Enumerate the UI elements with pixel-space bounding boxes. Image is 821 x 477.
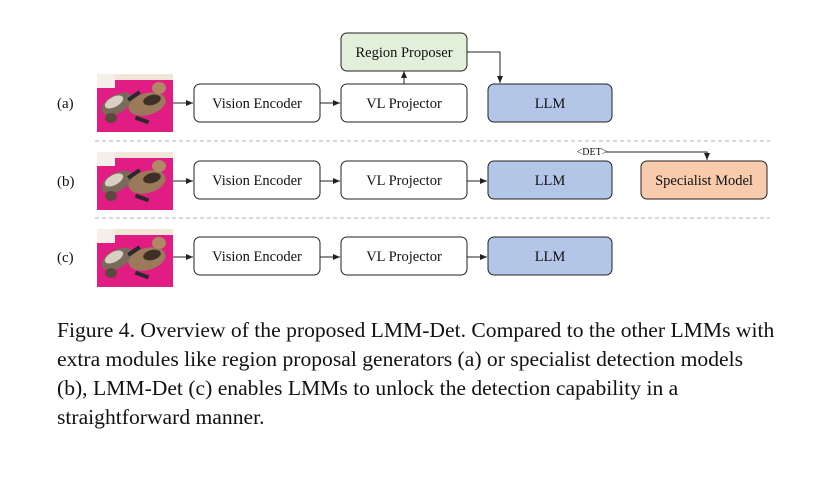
- llm-box-b: [487, 160, 613, 200]
- specialist-model-box: [640, 160, 768, 200]
- llm-label-c: LLM: [535, 249, 566, 265]
- row-label-a: (a): [57, 96, 74, 112]
- row-b: (b) Vision Encoder VL Projector LLM <DET…: [57, 147, 768, 210]
- vision-encoder-box-b: [193, 160, 321, 200]
- region-proposer-label: Region Proposer: [355, 45, 452, 61]
- row-a: (a) Vision Encoder VL Projector Region P…: [57, 32, 613, 132]
- vl-projector-box-b: [340, 160, 468, 200]
- vision-encoder-label-c: Vision Encoder: [212, 249, 302, 265]
- row-label-c: (c): [57, 250, 74, 266]
- arrow-llm-to-specialist-b: [606, 151, 710, 160]
- specialist-model-label: Specialist Model: [655, 173, 753, 189]
- det-token-label: <DET>: [577, 147, 608, 158]
- cat-image-b: [97, 152, 173, 210]
- vision-encoder-box-c: [193, 236, 321, 276]
- vision-encoder-label-b: Vision Encoder: [212, 173, 302, 189]
- vision-encoder-label-a: Vision Encoder: [212, 96, 302, 112]
- cat-image-c: [97, 229, 173, 287]
- llm-box-c: [487, 236, 613, 276]
- cat-image-a: [97, 74, 173, 132]
- row-c: (c) Vision Encoder VL Projector LLM: [57, 229, 613, 287]
- llm-label-b: LLM: [535, 173, 566, 189]
- architecture-diagram: (a) Vision Encoder VL Projector Region P…: [57, 32, 770, 287]
- vl-projector-box-c: [340, 236, 468, 276]
- vl-projector-label-b: VL Projector: [366, 173, 442, 189]
- llm-box-a: [487, 83, 613, 123]
- figure-caption: Figure 4. Overview of the proposed LMM-D…: [57, 318, 775, 429]
- llm-label-a: LLM: [535, 96, 566, 112]
- vl-projector-label-a: VL Projector: [366, 96, 442, 112]
- vl-projector-label-c: VL Projector: [366, 249, 442, 265]
- row-label-b: (b): [57, 174, 75, 190]
- arrow-proposer-to-llm-a: [467, 51, 503, 83]
